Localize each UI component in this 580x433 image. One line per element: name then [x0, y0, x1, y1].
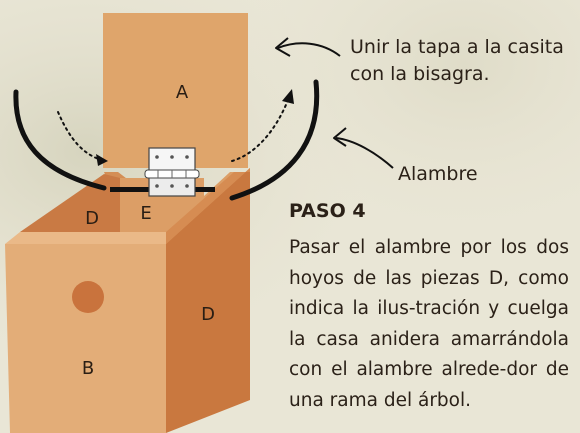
front-panel: [5, 244, 166, 433]
dotted-arrow-left-head-icon: [96, 154, 108, 166]
front-top-edge: [5, 232, 166, 244]
right-side-top-edge: [166, 168, 250, 244]
lid-label: A: [176, 82, 189, 103]
top-board-label: E: [140, 203, 151, 224]
wire-pointer-arrow: [335, 137, 394, 169]
lid-pointer-arrow-head-icon: [275, 37, 291, 57]
front-label: B: [82, 358, 94, 379]
wire-left-arc: [13, 89, 107, 191]
left-side-panel: [20, 174, 120, 232]
step-heading: PASO 4: [289, 200, 366, 222]
wire-pointer-arrow-head-icon: [333, 127, 347, 147]
wire-right-arc: [229, 79, 320, 201]
lid-panel: [103, 13, 248, 168]
right-side-panel: [166, 168, 250, 433]
dotted-arrow-right-head-icon: [282, 89, 294, 104]
wire-annotation: Alambre: [398, 163, 478, 185]
lid-annotation: Unir la tapa a la casita con la bisagra.: [350, 36, 564, 85]
dotted-arrow-right: [231, 99, 289, 162]
step-instructions: Pasar el alambre por los dos hoyos de la…: [289, 237, 569, 411]
entrance-hole: [72, 281, 104, 313]
dotted-arrow-left: [57, 111, 103, 161]
lid-pointer-arrow: [277, 42, 341, 57]
hinge-icon: [144, 147, 200, 197]
right-side-label: D: [201, 304, 215, 325]
left-side-label: D: [85, 208, 99, 229]
